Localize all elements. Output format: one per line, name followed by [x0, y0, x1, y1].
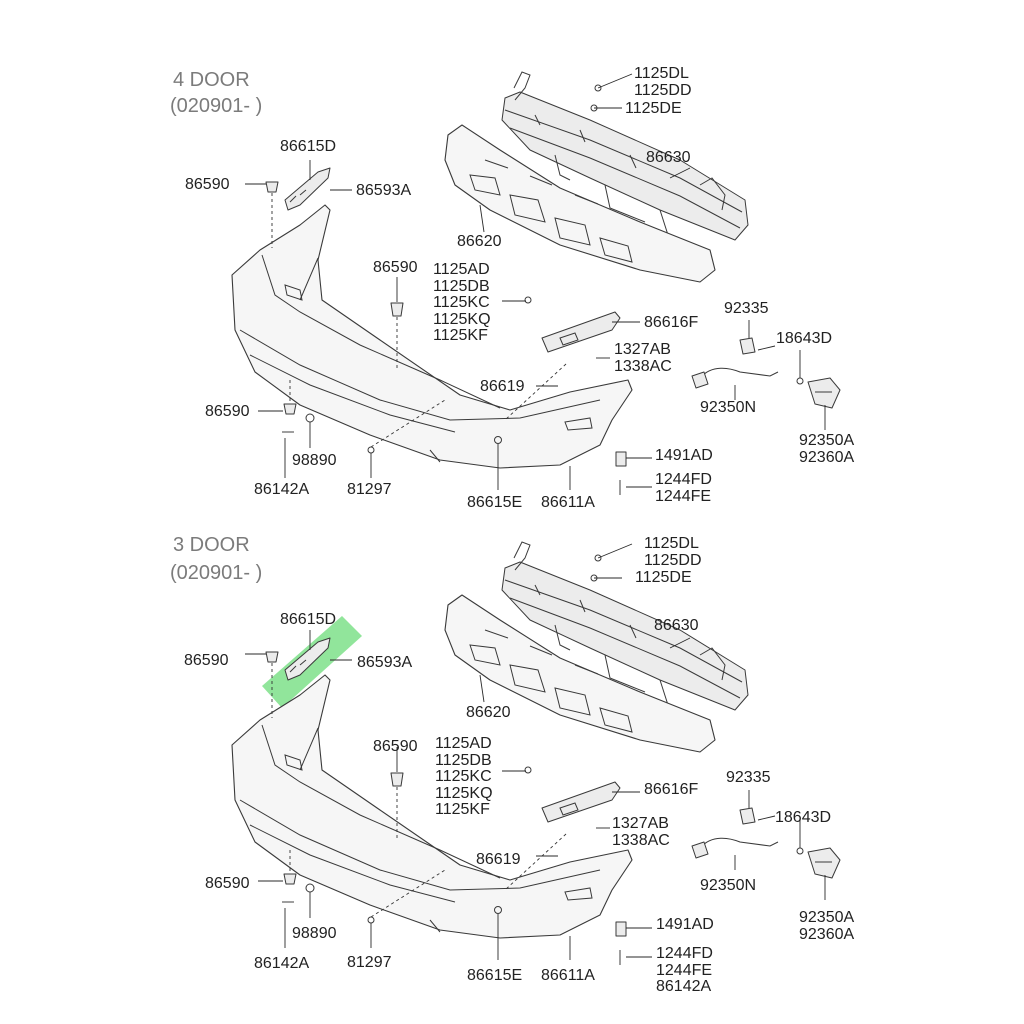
label-86590-low[interactable]: 86590 [205, 403, 250, 420]
section-date: (020901- ) [170, 95, 263, 117]
label-86590-top[interactable]: 86590 [184, 652, 229, 669]
label-86630[interactable]: 86630 [646, 149, 691, 166]
label-1327ab[interactable]: 1327AB 1338AC [614, 341, 672, 375]
label-1244fd[interactable]: 1244FD 1244FE 86142A [656, 945, 713, 995]
label-86615d[interactable]: 86615D [280, 138, 337, 155]
label-92335[interactable]: 92335 [726, 769, 771, 786]
label-86142a[interactable]: 86142A [254, 481, 310, 498]
label-92350n[interactable]: 92350N [700, 877, 757, 894]
label-86611a[interactable]: 86611A [541, 967, 595, 984]
label-1125dl[interactable]: 1125DL 1125DD [644, 535, 702, 569]
label-92350n[interactable]: 92350N [700, 399, 757, 416]
label-86620[interactable]: 86620 [457, 233, 502, 250]
label-86611a[interactable]: 86611A [541, 494, 595, 511]
label-18643d[interactable]: 18643D [776, 330, 833, 347]
label-1491ad[interactable]: 1491AD [655, 447, 713, 464]
label-1327ab[interactable]: 1327AB 1338AC [612, 815, 670, 849]
label-86616f[interactable]: 86616F [644, 314, 699, 331]
label-81297[interactable]: 81297 [347, 481, 392, 498]
assembly-3-door [231, 541, 841, 966]
label-98890[interactable]: 98890 [292, 452, 337, 469]
label-1491ad[interactable]: 1491AD [656, 916, 714, 933]
label-86590-mid[interactable]: 86590 [373, 738, 418, 755]
label-86593a[interactable]: 86593A [356, 182, 412, 199]
label-86615e[interactable]: 86615E [467, 967, 523, 984]
label-86619[interactable]: 86619 [480, 378, 525, 395]
label-86620[interactable]: 86620 [466, 704, 511, 721]
label-86615e[interactable]: 86615E [467, 494, 523, 511]
label-81297[interactable]: 81297 [347, 954, 392, 971]
label-86616f[interactable]: 86616F [644, 781, 699, 798]
label-1125ad-group[interactable]: 1125AD 1125DB 1125KC 1125KQ 1125KF [433, 261, 491, 344]
label-1244fd[interactable]: 1244FD 1244FE [655, 471, 712, 505]
label-86590-mid[interactable]: 86590 [373, 259, 418, 276]
assembly-4-door [231, 71, 841, 496]
label-1125de[interactable]: 1125DE [635, 569, 692, 586]
label-1125ad-group[interactable]: 1125AD 1125DB 1125KC 1125KQ 1125KF [435, 735, 493, 818]
label-92350a[interactable]: 92350A 92360A [799, 432, 855, 466]
label-86590-low[interactable]: 86590 [205, 875, 250, 892]
label-86615d[interactable]: 86615D [280, 611, 337, 628]
label-92335[interactable]: 92335 [724, 300, 769, 317]
label-86590-top[interactable]: 86590 [185, 176, 230, 193]
section-title: 3 DOOR [173, 534, 250, 556]
section-date: (020901- ) [170, 562, 263, 584]
label-98890[interactable]: 98890 [292, 925, 337, 942]
section-title: 4 DOOR [173, 69, 250, 91]
label-86630[interactable]: 86630 [654, 617, 699, 634]
label-86142a[interactable]: 86142A [254, 955, 310, 972]
label-86593a[interactable]: 86593A [357, 654, 413, 671]
label-86619[interactable]: 86619 [476, 851, 521, 868]
label-18643d[interactable]: 18643D [775, 809, 832, 826]
label-92350a[interactable]: 92350A 92360A [799, 909, 855, 943]
label-1125dl[interactable]: 1125DL 1125DD [634, 65, 692, 99]
label-1125de[interactable]: 1125DE [625, 100, 682, 117]
